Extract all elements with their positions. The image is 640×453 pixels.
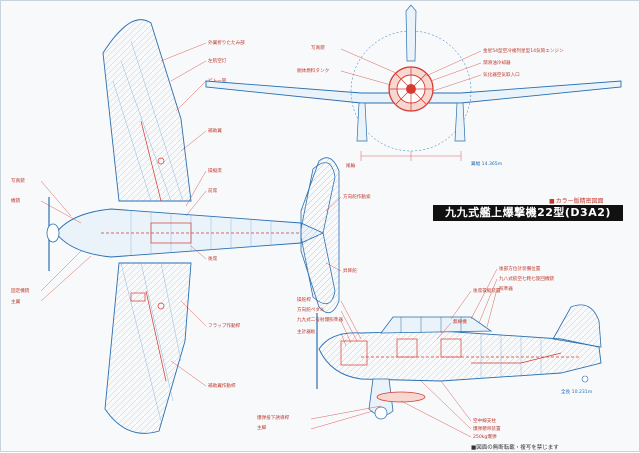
side-view-bomb <box>376 391 426 403</box>
svg-text:補助翼作動桿: 補助翼作動桿 <box>208 382 236 389</box>
svg-text:金星54型空冷複列星型14気筒エンジン: 金星54型空冷複列星型14気筒エンジン <box>483 47 564 54</box>
front-view: 写真銃 胴体燃料タンク 金星54型空冷複列星型14気筒エンジン 潤滑油冷却器 気… <box>205 4 622 169</box>
svg-text:後席操縦装置: 後席操縦装置 <box>473 287 501 294</box>
copyright-footer: ■図面の無断転載・複写を禁じます <box>471 445 559 451</box>
svg-text:左航空灯: 左航空灯 <box>208 57 227 64</box>
svg-text:尾輪: 尾輪 <box>346 162 356 169</box>
svg-text:操舵桿: 操舵桿 <box>297 296 311 303</box>
svg-text:胴体燃料タンク: 胴体燃料タンク <box>297 67 329 74</box>
tailplane-plan <box>300 157 340 314</box>
svg-text:250kg爆弾: 250kg爆弾 <box>473 433 497 440</box>
svg-text:爆弾懸吊装置: 爆弾懸吊装置 <box>473 425 501 432</box>
svg-text:補助翼: 補助翼 <box>208 127 222 134</box>
side-view-fin <box>552 304 602 348</box>
plan-view-upper-wing <box>102 19 192 202</box>
plan-view-lower-wing <box>104 262 192 434</box>
plan-view: 外翼折りたたみ部 左航空灯 ピトー管 補助翼 操縦席 前席 後席 フラップ作動桿… <box>11 19 336 434</box>
title-tag: カラー版精密図面 <box>549 196 604 205</box>
svg-text:後席: 後席 <box>208 255 218 262</box>
svg-text:写真銃: 写真銃 <box>311 44 325 51</box>
svg-text:後部方位計装備位置: 後部方位計装備位置 <box>499 265 541 272</box>
svg-text:空中線支柱: 空中線支柱 <box>473 417 496 424</box>
side-view-canopy <box>380 316 493 334</box>
svg-text:昇降舵: 昇降舵 <box>343 267 357 274</box>
side-view-fuselage <box>318 330 602 382</box>
svg-text:外翼折りたたみ部: 外翼折りたたみ部 <box>208 39 245 46</box>
svg-text:写真銃: 写真銃 <box>11 177 25 184</box>
drawing-title: 九九式艦上爆撃機22型(D3A2) <box>433 205 623 221</box>
tail-plan-view: 方向舵作動索 昇降舵 <box>300 157 371 314</box>
svg-text:潤滑油冷却器: 潤滑油冷却器 <box>483 59 511 66</box>
svg-text:ピトー管: ピトー管 <box>208 77 227 84</box>
svg-text:主脚: 主脚 <box>257 424 267 431</box>
svg-text:主計器板: 主計器板 <box>297 328 316 335</box>
svg-text:方向舵作動索: 方向舵作動索 <box>343 193 371 200</box>
svg-text:九八式航空七粍七旋回機銃: 九八式航空七粍七旋回機銃 <box>499 275 555 282</box>
side-view: 後部方位計装備位置 九八式航空七粍七旋回機銃 照準器 後席操縦装置 無線機 操舵… <box>257 265 602 440</box>
svg-text:主翼: 主翼 <box>11 298 21 305</box>
svg-text:気化器空気取入口: 気化器空気取入口 <box>483 71 520 78</box>
svg-text:フラップ作動桿: フラップ作動桿 <box>208 322 241 329</box>
svg-text:無線機: 無線機 <box>453 318 467 325</box>
svg-text:全長 10.231m: 全長 10.231m <box>561 388 593 395</box>
svg-text:方向舵ペダル: 方向舵ペダル <box>297 306 325 313</box>
svg-text:前席: 前席 <box>208 187 218 194</box>
svg-text:照準器: 照準器 <box>499 285 513 292</box>
svg-text:操縦席: 操縦席 <box>208 167 222 174</box>
svg-text:機銃: 機銃 <box>11 197 21 204</box>
svg-text:爆弾投下誘導桿: 爆弾投下誘導桿 <box>257 414 290 421</box>
svg-text:翼幅 14.365m: 翼幅 14.365m <box>471 160 503 167</box>
svg-text:固定機銃: 固定機銃 <box>11 287 30 294</box>
svg-text:九九式二号射爆照準器: 九九式二号射爆照準器 <box>297 316 343 323</box>
